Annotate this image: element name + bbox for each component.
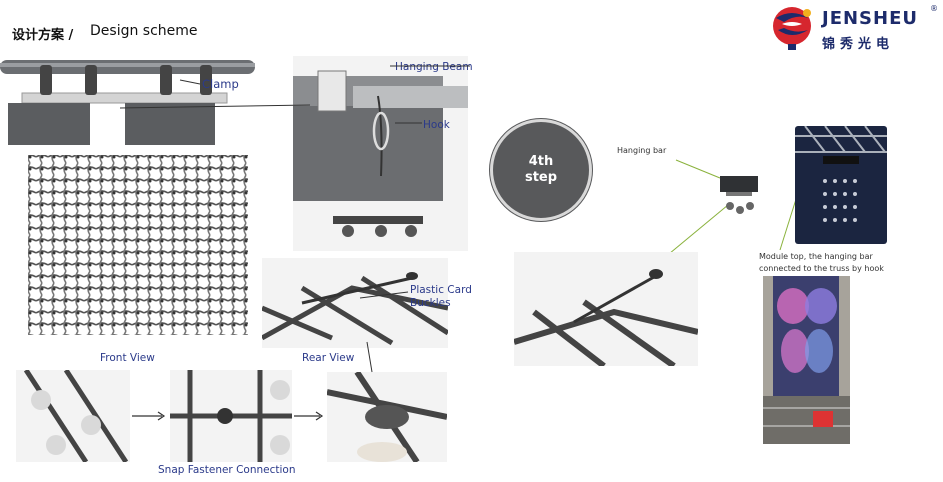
arrow-right-icon — [294, 411, 324, 421]
brand-logo-icon — [773, 7, 811, 50]
snap-step1-panel — [16, 370, 130, 462]
hanging-bar-illustration — [720, 176, 758, 214]
truss-photo — [795, 126, 887, 244]
beam-detail-panel — [293, 56, 468, 251]
snap-fastener-label: Snap Fastener Connection — [158, 464, 296, 476]
module-top-label-line1: Module top, the hanging bar — [759, 252, 873, 261]
module-top-label-line2: connected to the truss by hook — [759, 264, 884, 273]
brand-name: JENSHEU — [822, 8, 918, 29]
plastic-card-label: Plastic Card — [410, 284, 472, 296]
snap-step3-panel — [327, 372, 447, 462]
front-view-label: Front View — [100, 352, 155, 364]
step-word: step — [524, 170, 558, 185]
rear-view-panel — [262, 258, 448, 348]
building-led-photo — [763, 276, 850, 444]
hanging-beam-label: Hanging Beam — [395, 61, 473, 73]
page-title-cn: 设计方案 / — [12, 28, 74, 43]
arrow-right-icon — [132, 411, 166, 421]
page-title-en: Design scheme — [90, 23, 198, 39]
buckles-label: Buckles — [410, 297, 451, 309]
hanging-detail-panel — [514, 252, 698, 366]
hook-label: Hook — [423, 119, 450, 131]
rear-view-label: Rear View — [302, 352, 355, 364]
front-view-illustration — [0, 60, 255, 335]
clamp-label: Clamp — [202, 77, 239, 91]
hanging-bar-label: Hanging bar — [617, 146, 667, 155]
step-indicator: 4th step — [490, 119, 592, 221]
brand-name-cn: 锦秀光电 — [822, 37, 895, 52]
title-separator: / — [68, 28, 74, 43]
snap-step2-panel — [170, 370, 292, 462]
step-number: 4th — [528, 154, 554, 169]
registered-mark: ® — [930, 4, 938, 13]
